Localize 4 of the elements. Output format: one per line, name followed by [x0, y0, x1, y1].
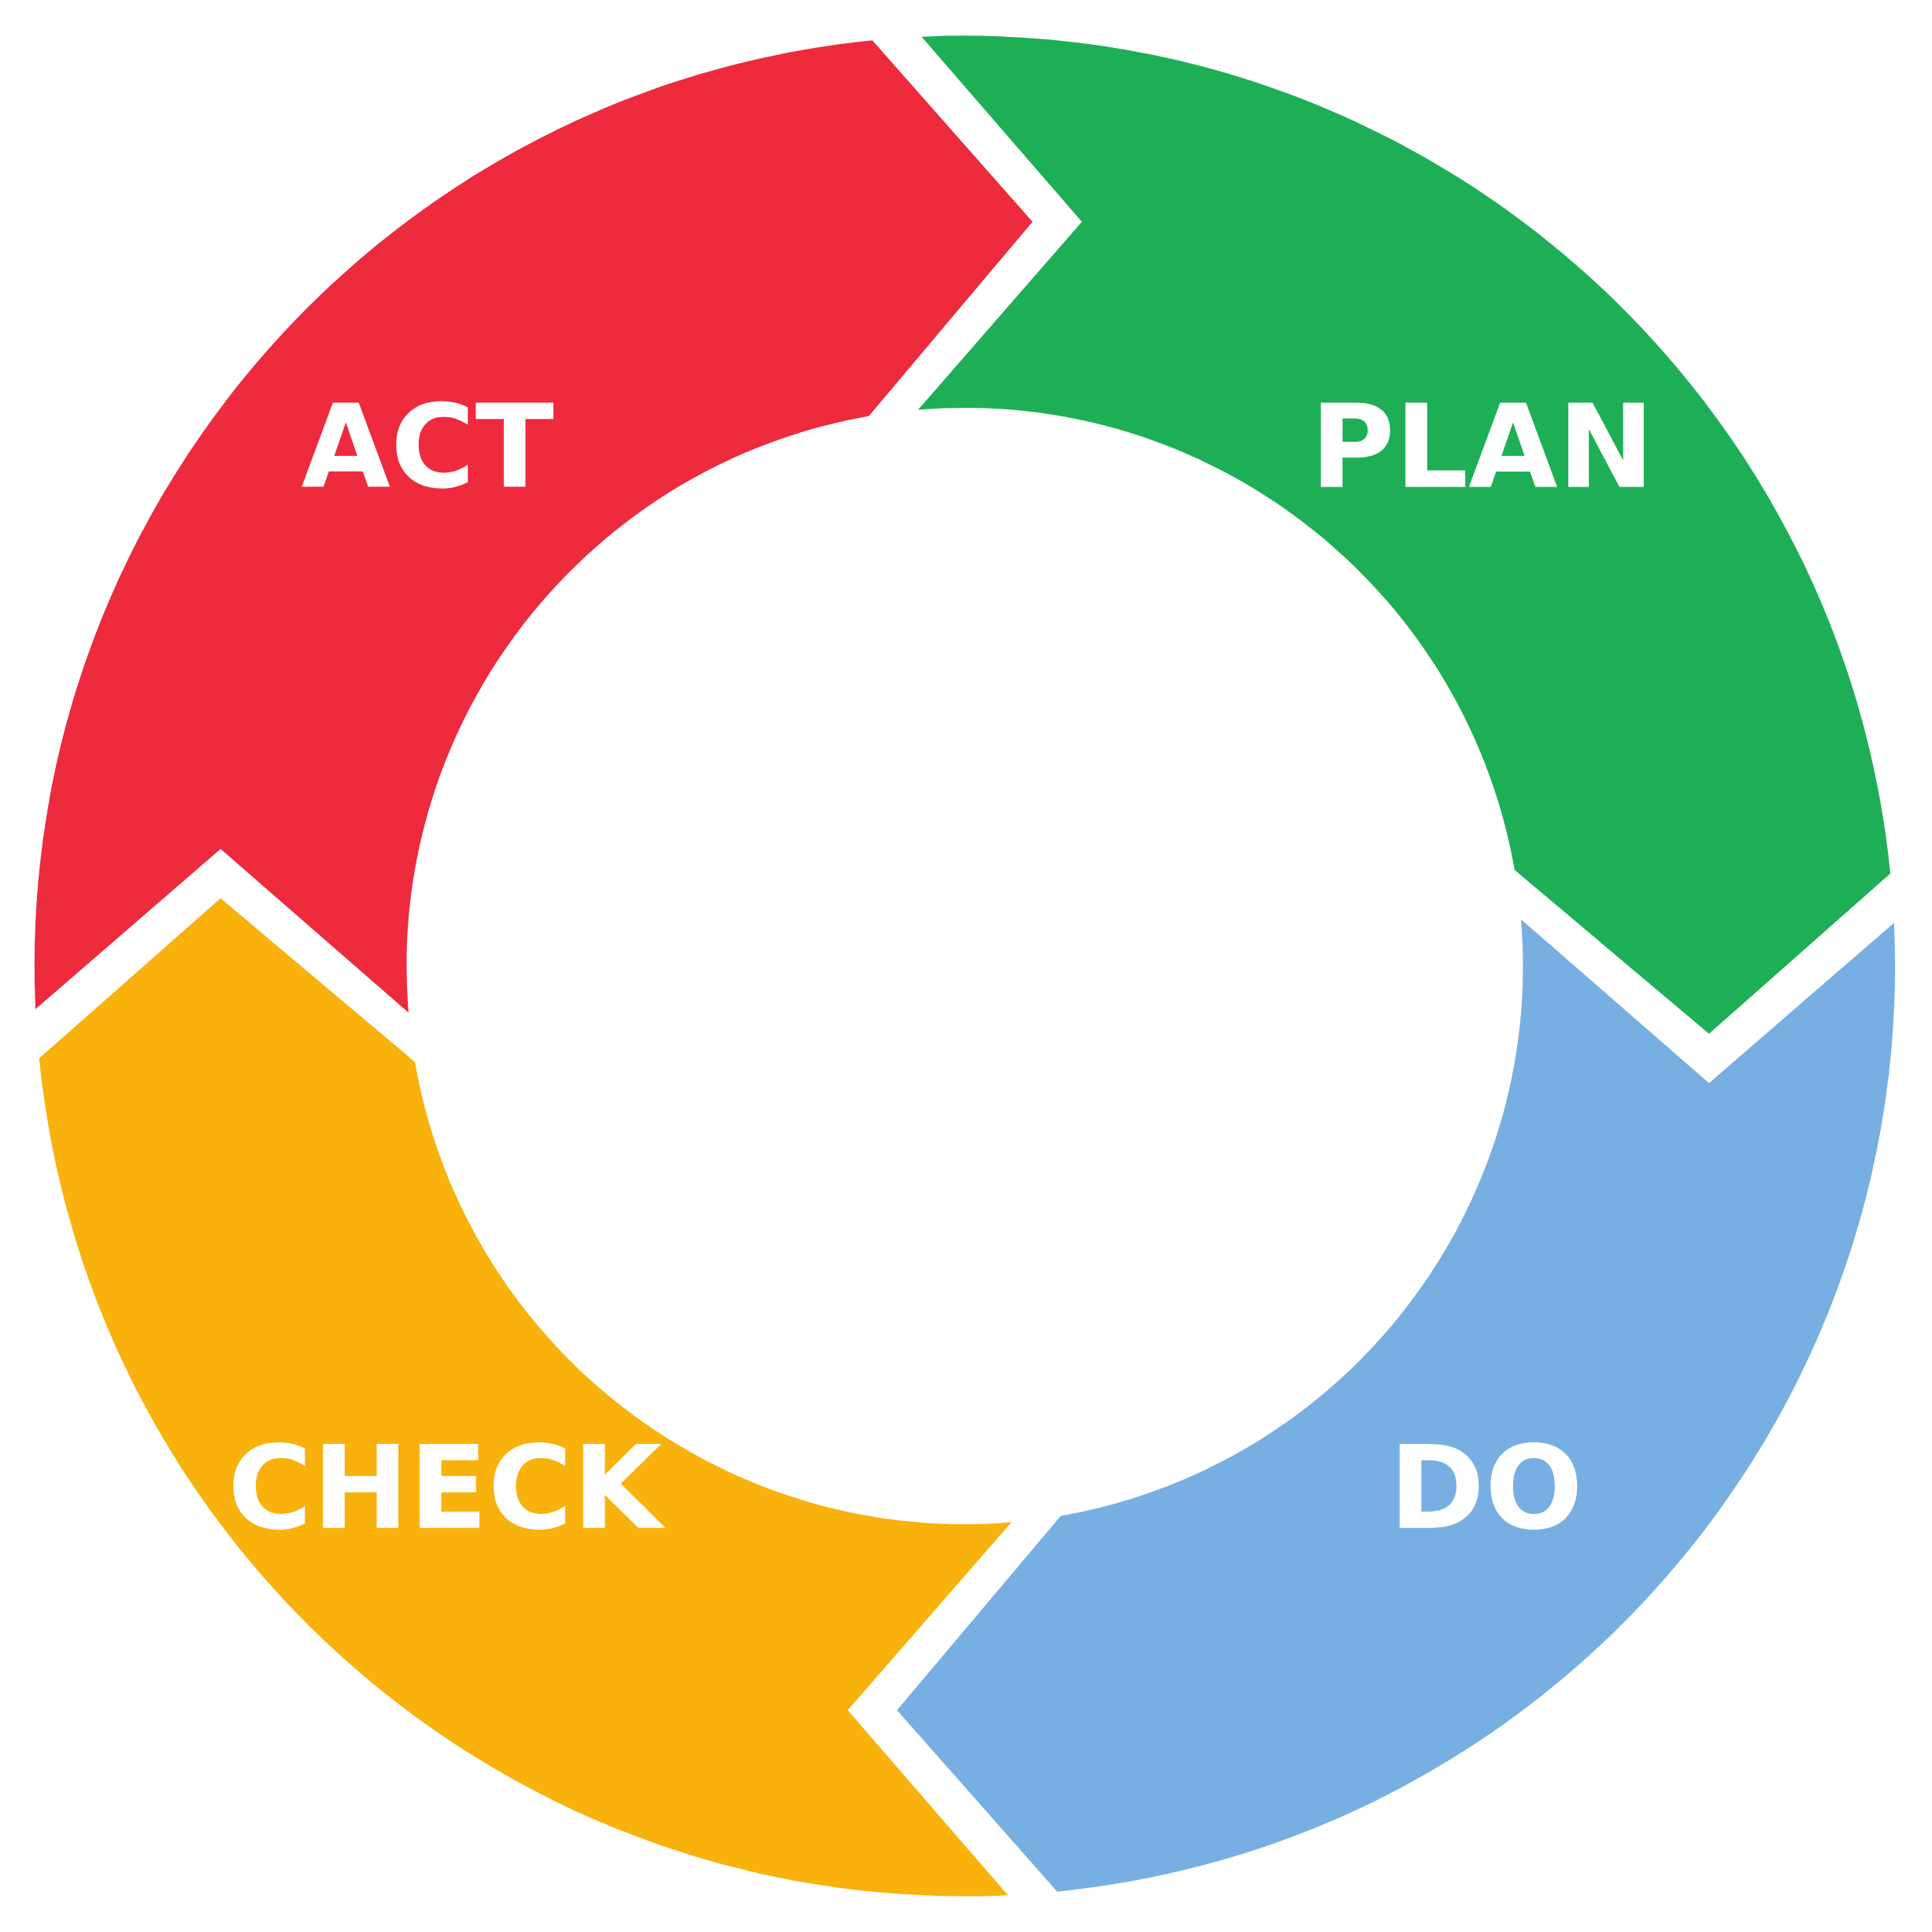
arrow-segment: ACT — [35, 40, 1033, 1013]
arrow-segment: PLAN — [918, 36, 1891, 1034]
arrow-segment: CHECK — [39, 898, 1012, 1896]
arrow-segment: DO — [897, 919, 1894, 1892]
